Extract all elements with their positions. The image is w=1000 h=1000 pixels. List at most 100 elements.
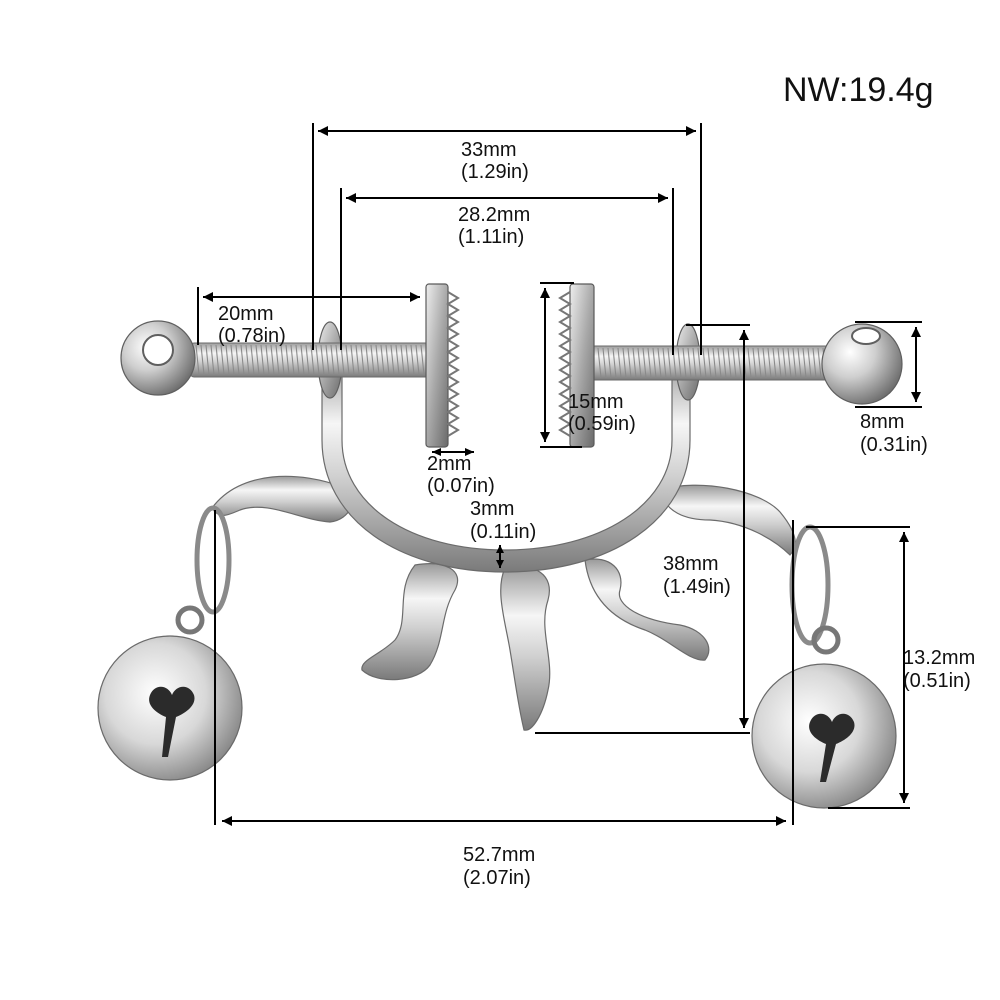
thread-line [732, 347, 737, 379]
thread-line [722, 347, 727, 379]
thread-line [275, 344, 280, 376]
thread-line [300, 344, 305, 376]
thread-line [285, 344, 290, 376]
thread-line [200, 344, 205, 376]
thread-line [280, 344, 285, 376]
thread-line [712, 347, 717, 379]
dim-clamp-width [432, 448, 474, 456]
ring-thickness-mm: 3mm [470, 498, 514, 520]
thread-line [245, 344, 250, 376]
thread-line [772, 347, 777, 379]
thread-line [762, 347, 767, 379]
thread-line [330, 344, 335, 376]
inner-span-in: (1.11in) [458, 226, 524, 248]
thread-line [692, 347, 697, 379]
left-eyelet-ball [120, 320, 196, 396]
thread-line [727, 347, 732, 379]
dim-ball-diameter [855, 321, 922, 408]
thread-line [647, 347, 652, 379]
thread-line [717, 347, 722, 379]
ball-diameter-mm: 8mm [860, 411, 904, 433]
thread-line [395, 344, 400, 376]
thread-line [210, 344, 215, 376]
thread-line [792, 347, 797, 379]
thread-line [697, 347, 702, 379]
thread-line [325, 344, 330, 376]
thread-line [215, 344, 220, 376]
thread-line [817, 347, 822, 379]
thread-line [265, 344, 270, 376]
thread-line [702, 347, 707, 379]
thread-line [612, 347, 617, 379]
bell-height-in: (0.51in) [903, 670, 971, 692]
clamp-width-mm: 2mm [427, 453, 471, 475]
thread-line [682, 347, 687, 379]
thread-line [752, 347, 757, 379]
bar-span-in: (1.29in) [461, 161, 529, 183]
thread-line [637, 347, 642, 379]
clamp-height-in: (0.59in) [568, 413, 636, 435]
total-width-mm: 52.7mm [463, 844, 535, 866]
thread-line [360, 344, 365, 376]
total-width-in: (2.07in) [463, 867, 531, 889]
thread-line [687, 347, 692, 379]
thread-line [235, 344, 240, 376]
thread-line [410, 344, 415, 376]
sun-height-mm: 38mm [663, 553, 719, 575]
thread-line [420, 344, 425, 376]
dim-total-width [214, 510, 794, 826]
net-weight-label: NW:19.4g [783, 71, 934, 109]
thread-line [607, 347, 612, 379]
sun-flames [211, 475, 796, 731]
thread-line [220, 344, 225, 376]
thread-line [602, 347, 607, 379]
dim-ring-thickness [496, 545, 504, 568]
dim-clamp-height [540, 282, 582, 448]
thread-line [250, 344, 255, 376]
right-threads [597, 347, 827, 379]
thread-line [305, 344, 310, 376]
thread-line [335, 344, 340, 376]
thread-line [757, 347, 762, 379]
thread-line [310, 344, 315, 376]
thread-line [632, 347, 637, 379]
thread-line [270, 344, 275, 376]
thread-line [255, 344, 260, 376]
thread-line [375, 344, 380, 376]
thread-line [390, 344, 395, 376]
sun-height-in: (1.49in) [663, 576, 731, 598]
threaded-barbell [189, 342, 831, 381]
thread-line [627, 347, 632, 379]
dim-thread-length [197, 287, 420, 345]
thread-line [812, 347, 817, 379]
thread-line [290, 344, 295, 376]
thread-line [320, 344, 325, 376]
thread-line [365, 344, 370, 376]
bar-span-mm: 33mm [461, 139, 517, 161]
thread-line [662, 347, 667, 379]
thread-line [667, 347, 672, 379]
thread-line [802, 347, 807, 379]
thread-line [767, 347, 772, 379]
thread-line [370, 344, 375, 376]
thread-line [707, 347, 712, 379]
thread-line [657, 347, 662, 379]
thread-line [617, 347, 622, 379]
thread-line [225, 344, 230, 376]
thread-line [205, 344, 210, 376]
thread-line [677, 347, 682, 379]
thread-line [350, 344, 355, 376]
thread-line [797, 347, 802, 379]
thread-line [380, 344, 385, 376]
thread-line [777, 347, 782, 379]
thread-line [415, 344, 420, 376]
thread-line [260, 344, 265, 376]
thread-length-mm: 20mm [218, 303, 274, 325]
clamp-height-mm: 15mm [568, 391, 624, 413]
thread-line [652, 347, 657, 379]
bell-height-mm: 13.2mm [903, 647, 975, 669]
thread-line [400, 344, 405, 376]
inner-span-mm: 28.2mm [458, 204, 530, 226]
